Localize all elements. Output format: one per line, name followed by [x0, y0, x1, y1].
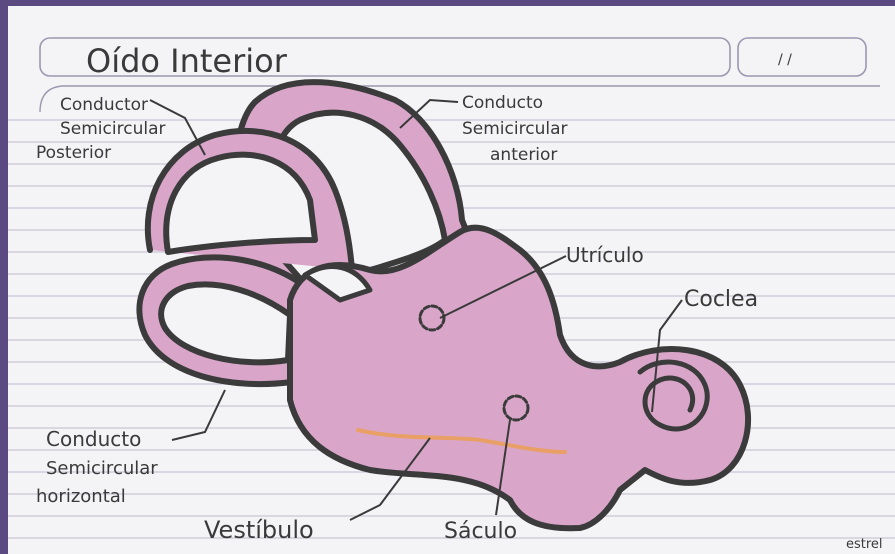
- page-title: Oído Interior: [86, 42, 288, 80]
- label-horizontal-1: Conducto: [46, 427, 141, 451]
- label-posterior-1: Conductor: [60, 95, 148, 115]
- label-coclea: Coclea: [684, 287, 758, 312]
- label-horizontal-2: Semicircular: [46, 458, 158, 479]
- date-field: / /: [778, 52, 792, 68]
- label-saculo: Sáculo: [444, 519, 517, 544]
- label-horizontal-3: horizontal: [36, 486, 126, 507]
- label-anterior-3: anterior: [490, 145, 557, 165]
- label-vestibulo: Vestíbulo: [204, 516, 314, 544]
- label-anterior-1: Conducto: [462, 93, 543, 113]
- label-anterior-2: Semicircular: [462, 119, 567, 139]
- label-posterior-2: Semicircular: [60, 119, 165, 139]
- label-utriculo: Utrículo: [566, 243, 644, 267]
- watermark-text: estrel: [846, 537, 883, 552]
- label-posterior-3: Posterior: [36, 143, 111, 163]
